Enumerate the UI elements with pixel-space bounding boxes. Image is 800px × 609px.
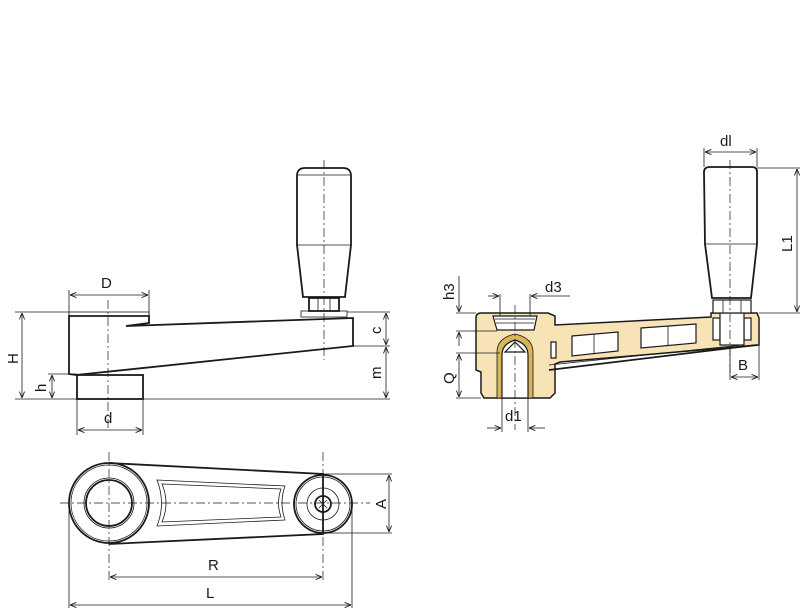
label-H: H [5, 353, 22, 364]
label-h3: h3 [441, 283, 458, 300]
label-c: c [368, 326, 385, 334]
nut [712, 299, 752, 314]
label-Q: Q [441, 372, 458, 384]
label-d3: d3 [545, 279, 562, 296]
label-h: h [33, 384, 50, 392]
label-L1: L1 [779, 235, 796, 252]
label-B: B [738, 357, 748, 374]
web-window [640, 323, 697, 349]
label-dl: dl [720, 133, 732, 150]
arm-pocket [156, 479, 286, 527]
grip [703, 166, 758, 299]
label-A: A [373, 499, 390, 509]
handle-pin [719, 312, 745, 346]
hub-boss [76, 374, 144, 400]
top-view [60, 452, 392, 608]
grip [296, 167, 352, 298]
label-d: d [104, 410, 112, 427]
label-L: L [206, 585, 214, 602]
web-window [571, 331, 619, 357]
label-m: m [368, 367, 385, 380]
section-view [456, 148, 800, 432]
arm-body [68, 315, 354, 376]
label-D: D [101, 275, 112, 292]
side-view [15, 160, 390, 435]
label-R: R [208, 557, 219, 574]
label-d1: d1 [505, 408, 522, 425]
